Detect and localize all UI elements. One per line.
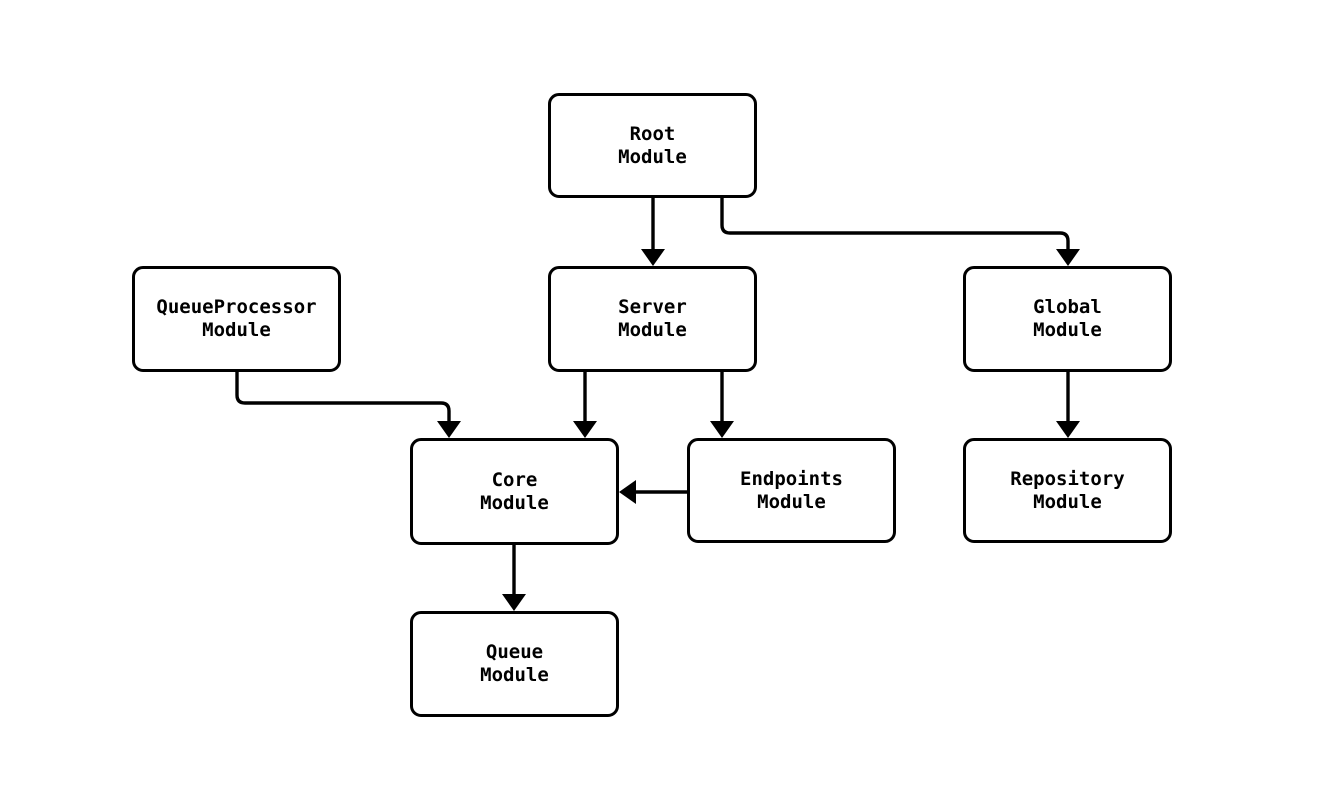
node-label-line: Module (202, 319, 271, 341)
arrowhead-queueprocessor-core (437, 421, 461, 438)
node-label-line: Module (618, 145, 687, 168)
node-root-module: Root Module (548, 93, 757, 198)
node-label-line: Module (480, 664, 549, 686)
edge-endpoints-core (619, 480, 689, 504)
arrowhead-global-repository (1056, 421, 1080, 438)
node-server-module: Server Module (548, 266, 757, 372)
edge-root-global-line (720, 196, 1070, 253)
edge-server-core (573, 370, 597, 438)
arrowhead-server-endpoints (710, 421, 734, 438)
node-label-line: Module (480, 491, 549, 514)
arrowhead-root-server (641, 249, 665, 266)
node-label-line: Queue (485, 641, 544, 663)
node-label-line: Server (618, 296, 687, 318)
node-label-line: Module (757, 490, 826, 513)
arrowhead-core-queue (502, 594, 526, 611)
node-label-line: Core (491, 468, 538, 491)
node-label-line: Module (1033, 319, 1102, 341)
edge-queueprocessor-core (235, 370, 461, 438)
arrowhead-endpoints-core (619, 480, 636, 504)
node-endpoints-module: Endpoints Module (687, 438, 896, 543)
edge-server-endpoints (710, 370, 734, 438)
edge-queueprocessor-core-line (235, 370, 451, 425)
node-queueprocessor-module: QueueProcessor Module (132, 266, 341, 372)
edge-root-server (641, 196, 665, 266)
node-label-line: Global (1033, 296, 1102, 318)
node-global-module: Global Module (963, 266, 1172, 372)
node-label-line: Module (618, 319, 687, 341)
edge-root-global (720, 196, 1080, 266)
node-repository-module: Repository Module (963, 438, 1172, 543)
edge-global-repository (1056, 370, 1080, 438)
node-core-module: Core Module (410, 438, 619, 545)
arrowhead-root-global (1056, 249, 1080, 266)
node-queue-module: Queue Module (410, 611, 619, 717)
node-label-line: Module (1033, 490, 1102, 513)
arrowhead-server-core (573, 421, 597, 438)
node-label-line: QueueProcessor (156, 296, 317, 318)
node-label-line: Root (629, 122, 676, 145)
node-label-line: Endpoints (740, 467, 843, 490)
node-label-line: Repository (1010, 467, 1125, 490)
edge-core-queue (502, 543, 526, 611)
